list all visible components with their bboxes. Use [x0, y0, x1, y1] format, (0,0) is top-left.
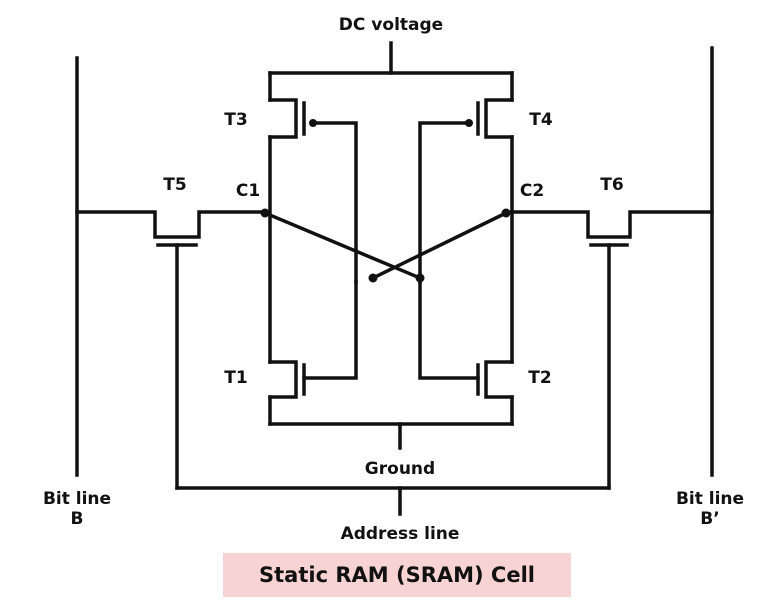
address-line-label: Address line [341, 524, 460, 544]
t6-channel [504, 210, 714, 239]
t1-label: T1 [224, 368, 247, 388]
t2-gate-lead [418, 280, 480, 380]
diagram-title: Static RAM (SRAM) Cell [223, 553, 571, 597]
t2-channel [484, 360, 514, 399]
t5-channel [75, 210, 267, 239]
t4-gate-bubble [465, 119, 473, 127]
t3-gate-bubble [309, 119, 317, 127]
c2-label: C2 [520, 181, 544, 201]
t2-label: T2 [528, 368, 551, 388]
t1-channel [268, 360, 298, 399]
t1-gate-lead [302, 280, 358, 380]
ground-label: Ground [365, 459, 435, 479]
t4-label: T4 [529, 110, 553, 130]
t4-channel [484, 98, 514, 139]
t5-label: T5 [163, 175, 186, 195]
c1-label: C1 [236, 181, 260, 201]
bit-line-b-prime-label: Bit line [676, 489, 744, 509]
t3-gate-lead [312, 121, 358, 284]
bit-line-b-prime-sub-label: B’ [700, 509, 719, 529]
bit-line-b-sub-label: B [71, 509, 84, 529]
t6-label: T6 [600, 175, 623, 195]
t3-channel [268, 98, 298, 139]
right-gate-junction [415, 273, 425, 283]
t3-label: T3 [224, 110, 247, 130]
left-gate-junction [368, 273, 378, 283]
dc-voltage-label: DC voltage [339, 15, 443, 35]
bit-line-b-label: Bit line [43, 489, 111, 509]
c2-to-left-gates-wire [370, 210, 509, 281]
t4-gate-lead [418, 121, 470, 284]
